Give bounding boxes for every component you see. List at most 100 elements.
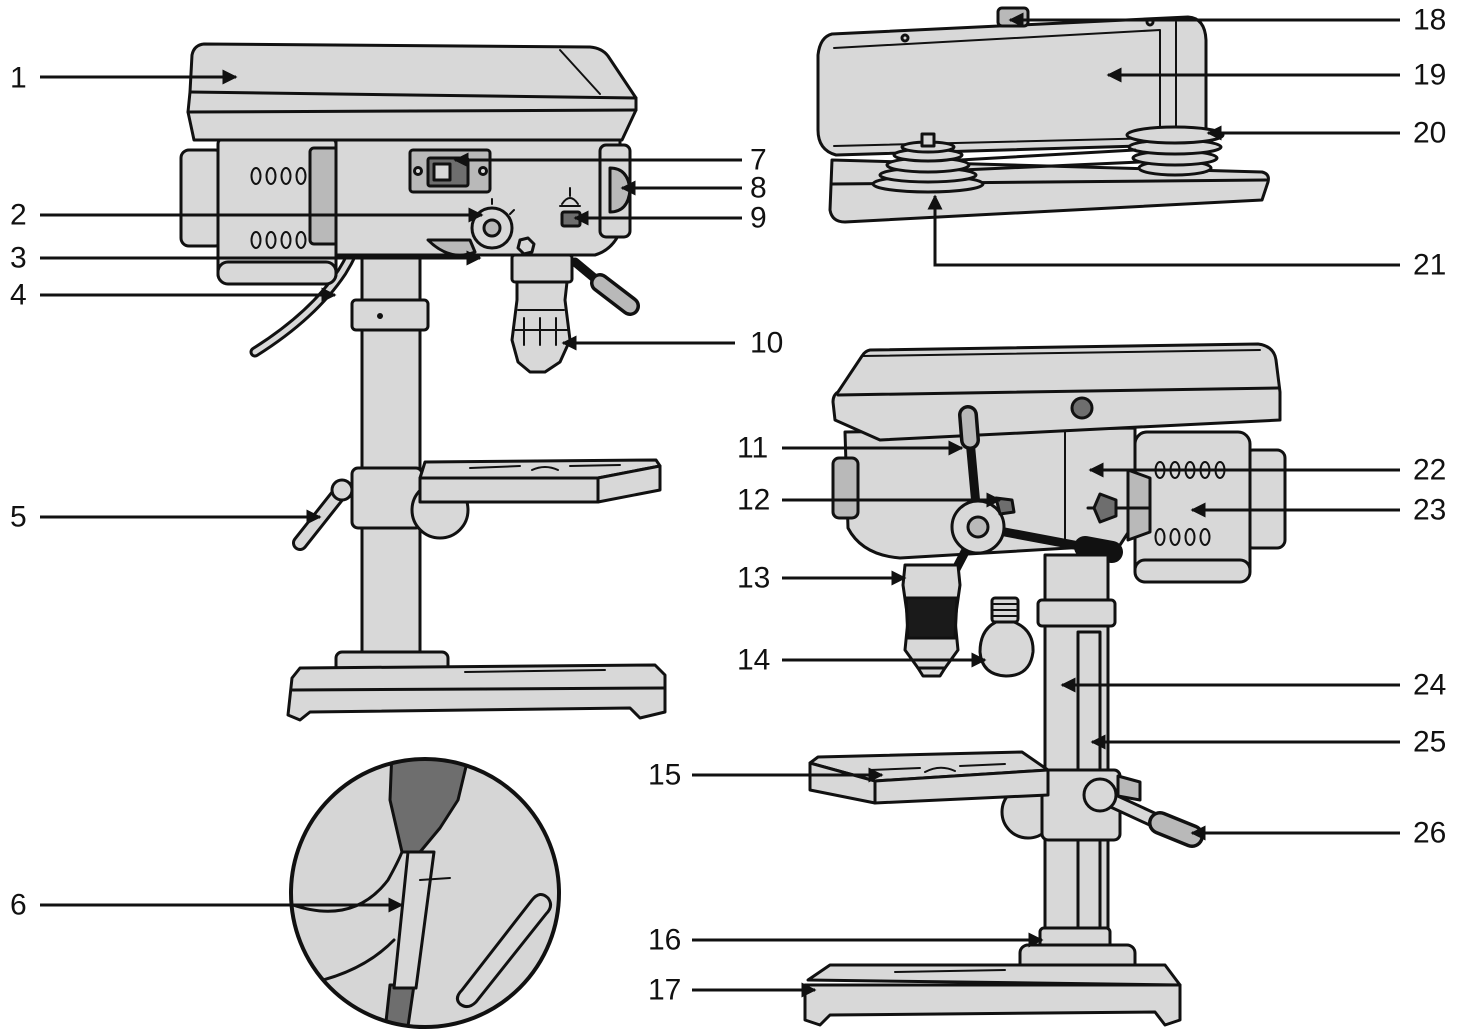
vent: [280, 231, 292, 249]
motor-base-ring: [216, 260, 338, 286]
table-side-face: [596, 464, 662, 504]
chuck-key: [978, 596, 1035, 678]
lid-screw: [900, 33, 910, 43]
table-bracket: [350, 466, 424, 530]
power-switch-rocker: [432, 162, 452, 182]
chuck-key-body: [978, 620, 1035, 678]
callout-7: 7: [750, 144, 767, 177]
vent: [280, 167, 292, 185]
motor-base-ring: [1133, 558, 1252, 584]
head-cap: [186, 42, 638, 142]
chuck-tip: [916, 666, 947, 678]
head-cap-ridge: [559, 49, 601, 95]
table-front-face: [418, 476, 600, 504]
feed-handle-grip-face: [961, 408, 977, 447]
callout-24: 24: [1413, 669, 1446, 702]
pulley-nut: [920, 132, 936, 148]
head-cap-edge: [186, 108, 638, 114]
collar-screw: [377, 313, 383, 319]
motor-housing: [1133, 430, 1252, 582]
bracket-clamp: [1116, 774, 1142, 802]
depth-gauge-hub: [482, 218, 502, 238]
column-collar: [350, 298, 430, 332]
callout-3: 3: [10, 242, 27, 275]
lid-knob: [996, 6, 1030, 28]
drive-belt: [958, 148, 1142, 172]
head-cap-ridge: [861, 349, 1261, 357]
callout-12: 12: [737, 484, 770, 517]
callout-9: 9: [750, 202, 767, 235]
belt-cover-lid: [816, 15, 1208, 157]
switch-screw: [413, 166, 423, 176]
vent: [250, 167, 262, 185]
belt-cover-open-view: [816, 6, 1270, 224]
motor-mount-bracket: [1126, 468, 1152, 542]
callout-19: 19: [1413, 59, 1446, 92]
feed-handle-grip-face: [593, 276, 637, 313]
base-slot: [894, 969, 1006, 973]
vent: [265, 231, 277, 249]
callout-20: 20: [1413, 117, 1446, 150]
vent: [1169, 528, 1181, 546]
callout-16: 16: [648, 924, 681, 957]
callout-11: 11: [737, 432, 768, 465]
vent: [250, 231, 262, 249]
head-cap-lip: [188, 90, 638, 100]
callout-2: 2: [10, 199, 27, 232]
table-lock-hub: [330, 478, 354, 502]
leader-lines: [40, 12, 1400, 998]
leader-line-21: [927, 194, 1400, 267]
motor-pulley: [1125, 125, 1225, 177]
vent: [1154, 528, 1166, 546]
vent: [1199, 528, 1211, 546]
front-view-drill-press: [179, 42, 667, 722]
callout-10: 10: [750, 327, 783, 360]
work-light-icon: [559, 187, 581, 207]
base-slot: [464, 669, 606, 673]
chuck-sleeve: [904, 596, 959, 640]
callout-25: 25: [1413, 726, 1446, 759]
base-top-face: [806, 963, 1182, 987]
callout-1: 1: [10, 62, 27, 95]
chuck-knurling: [513, 309, 569, 346]
base-top-edge: [290, 686, 667, 692]
rack-teeth: [392, 850, 436, 990]
vent: [295, 231, 307, 249]
chuck-key-threads: [991, 603, 1019, 617]
callout-4: 4: [10, 279, 27, 312]
indicator-line: [419, 877, 451, 881]
callout-18: 18: [1413, 4, 1446, 37]
callout-5: 5: [10, 501, 27, 534]
column-edge-upper: [388, 759, 472, 854]
head-knob: [1070, 396, 1094, 420]
vent: [295, 167, 307, 185]
motor-vents: [250, 167, 307, 249]
rack-detail-inset: [289, 757, 561, 1029]
hex-nut: [516, 236, 536, 256]
base-plate: [286, 663, 667, 722]
switch-screw: [478, 166, 488, 176]
feed-hub-center: [966, 515, 990, 539]
head-cap-lip: [836, 386, 1280, 397]
vent: [1184, 528, 1196, 546]
callout-17: 17: [648, 974, 681, 1007]
feed-handle-grip: [1074, 536, 1123, 563]
callout-22: 22: [1413, 454, 1446, 487]
vent: [265, 167, 277, 185]
lid-inner-edge: [833, 29, 1161, 147]
callout-13: 13: [737, 562, 770, 595]
callout-labels: 1 2 3 4 5 6 7 8 9 10 11 12 13 14 15 16 1…: [10, 4, 1446, 1007]
inset-border: [289, 757, 561, 1029]
callout-26: 26: [1413, 817, 1446, 850]
belt-tension-knob: [1092, 492, 1118, 524]
callout-15: 15: [648, 759, 681, 792]
crank-hub: [1082, 777, 1118, 813]
table-slots: [469, 464, 621, 471]
bracket-outline: [291, 850, 404, 913]
crank-handle-grip-face: [1151, 814, 1201, 845]
spindle-housing: [510, 253, 574, 284]
callout-14: 14: [737, 644, 770, 677]
spindle-pulley: [871, 132, 985, 194]
callout-6: 6: [10, 889, 27, 922]
